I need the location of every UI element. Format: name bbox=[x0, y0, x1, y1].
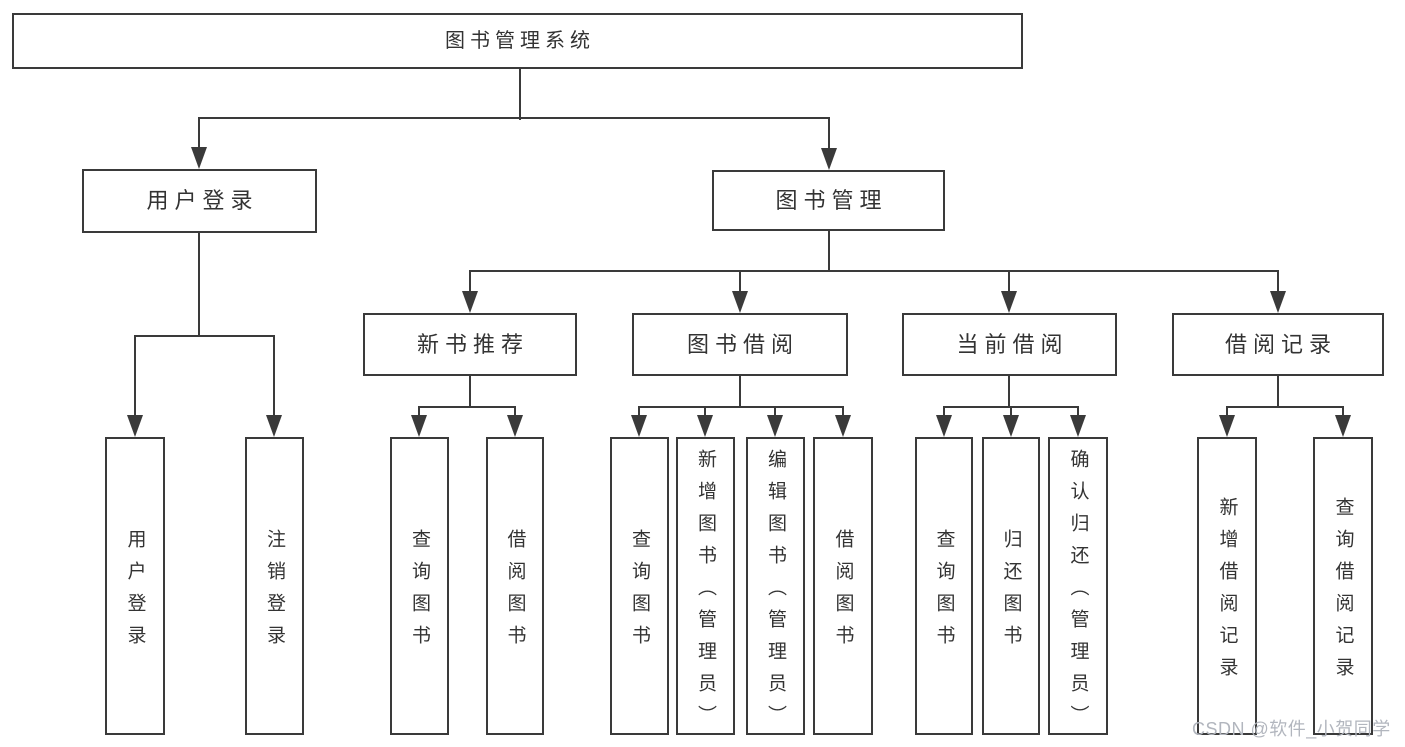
arrowhead-icon bbox=[127, 415, 143, 437]
arrow-shaft bbox=[417, 406, 421, 417]
connector-line bbox=[518, 69, 522, 120]
arrowhead-icon bbox=[1335, 415, 1351, 437]
connector-line bbox=[1007, 376, 1011, 408]
arrowhead-icon bbox=[631, 415, 647, 437]
arrowhead-icon bbox=[1219, 415, 1235, 437]
node-user-login: 用户登录 bbox=[82, 169, 317, 233]
csdn-watermark: CSDN @软件_小贺同学 bbox=[1192, 719, 1391, 739]
arrowhead-icon bbox=[462, 291, 478, 313]
node-leaf-query-borrow-rec: 查询借阅记录 bbox=[1313, 437, 1373, 735]
node-label-leaf-query-book-rec: 查询图书 bbox=[409, 528, 430, 657]
connector-line bbox=[135, 334, 275, 338]
node-label-leaf-query-book-cur: 查询图书 bbox=[933, 528, 955, 657]
arrowhead-icon bbox=[1003, 415, 1019, 437]
node-book-management: 图书管理 bbox=[712, 170, 945, 231]
arrow-shaft bbox=[1276, 270, 1280, 293]
arrow-shaft bbox=[1009, 406, 1013, 417]
node-leaf-borrow-book-rec: 借阅图书 bbox=[486, 437, 544, 735]
node-book-borrow: 图书借阅 bbox=[632, 313, 848, 376]
connector-line bbox=[197, 233, 201, 337]
node-leaf-query-book-rec: 查询图书 bbox=[390, 437, 449, 735]
arrowhead-icon bbox=[821, 148, 837, 170]
arrowhead-icon bbox=[767, 415, 783, 437]
node-label-leaf-query-borrow-rec: 查询借阅记录 bbox=[1332, 496, 1354, 689]
arrowhead-icon bbox=[411, 415, 427, 437]
connector-line bbox=[1276, 376, 1280, 408]
node-leaf-borrow-book-bor: 借阅图书 bbox=[813, 437, 873, 735]
node-label-leaf-add-book-admin: 新增图书（管理员） bbox=[695, 448, 716, 737]
arrowhead-icon bbox=[1270, 291, 1286, 313]
arrowhead-icon bbox=[697, 415, 713, 437]
connector-line bbox=[419, 405, 515, 409]
node-leaf-add-book-admin: 新增图书（管理员） bbox=[676, 437, 735, 737]
node-label-borrow-record: 借阅记录 bbox=[1224, 331, 1337, 357]
node-label-leaf-logout: 注销登录 bbox=[264, 528, 285, 657]
arrow-shaft bbox=[773, 406, 777, 417]
node-system-root: 图书管理系统 bbox=[12, 13, 1023, 69]
arrow-shaft bbox=[468, 270, 472, 293]
arrowhead-icon bbox=[1001, 291, 1017, 313]
arrow-shaft bbox=[272, 335, 276, 417]
node-label-system-root: 图书管理系统 bbox=[445, 29, 595, 52]
connector-line bbox=[1227, 405, 1343, 409]
node-label-leaf-edit-book-admin: 编辑图书（管理员） bbox=[765, 448, 786, 737]
node-leaf-confirm-return: 确认归还（管理员） bbox=[1048, 437, 1108, 737]
node-new-book-recommend: 新书推荐 bbox=[363, 313, 577, 376]
node-leaf-query-book-cur: 查询图书 bbox=[915, 437, 973, 735]
connector-line bbox=[738, 376, 742, 408]
connector-line bbox=[470, 269, 1278, 273]
node-label-new-book-recommend: 新书推荐 bbox=[416, 331, 529, 357]
node-label-leaf-user-login: 用户登录 bbox=[124, 528, 146, 657]
arrow-shaft bbox=[1225, 406, 1229, 417]
node-label-book-management: 图书管理 bbox=[775, 187, 888, 213]
arrowhead-icon bbox=[835, 415, 851, 437]
node-borrow-record: 借阅记录 bbox=[1172, 313, 1384, 376]
connector-line bbox=[468, 376, 472, 408]
node-leaf-edit-book-admin: 编辑图书（管理员） bbox=[746, 437, 805, 737]
arrow-shaft bbox=[827, 117, 831, 150]
node-label-leaf-query-book-bor: 查询图书 bbox=[629, 528, 650, 657]
arrow-shaft bbox=[1007, 270, 1011, 293]
node-label-current-borrow: 当前借阅 bbox=[956, 331, 1069, 357]
node-leaf-logout: 注销登录 bbox=[245, 437, 304, 735]
connector-line bbox=[827, 231, 831, 272]
node-label-book-borrow: 图书借阅 bbox=[686, 331, 799, 357]
arrowhead-icon bbox=[266, 415, 282, 437]
arrowhead-icon bbox=[1070, 415, 1086, 437]
arrow-shaft bbox=[1076, 406, 1080, 417]
arrowhead-icon bbox=[191, 147, 207, 169]
node-leaf-user-login: 用户登录 bbox=[105, 437, 165, 735]
arrow-shaft bbox=[841, 406, 845, 417]
node-current-borrow: 当前借阅 bbox=[902, 313, 1117, 376]
node-label-leaf-add-borrow-rec: 新增借阅记录 bbox=[1216, 496, 1238, 689]
node-label-leaf-confirm-return: 确认归还（管理员） bbox=[1067, 448, 1089, 737]
node-leaf-add-borrow-rec: 新增借阅记录 bbox=[1197, 437, 1257, 735]
arrow-shaft bbox=[703, 406, 707, 417]
connector-line bbox=[639, 405, 843, 409]
connector-line bbox=[199, 116, 830, 120]
arrow-shaft bbox=[1341, 406, 1345, 417]
arrow-shaft bbox=[197, 117, 201, 149]
node-label-leaf-borrow-book-rec: 借阅图书 bbox=[504, 528, 526, 657]
arrow-shaft bbox=[942, 406, 946, 417]
node-leaf-return-book: 归还图书 bbox=[982, 437, 1040, 735]
node-label-leaf-borrow-book-bor: 借阅图书 bbox=[832, 528, 854, 657]
node-leaf-query-book-bor: 查询图书 bbox=[610, 437, 669, 735]
arrow-shaft bbox=[637, 406, 641, 417]
arrow-shaft bbox=[513, 406, 517, 417]
arrow-shaft bbox=[133, 335, 137, 417]
arrowhead-icon bbox=[936, 415, 952, 437]
node-label-user-login: 用户登录 bbox=[146, 188, 259, 214]
arrowhead-icon bbox=[732, 291, 748, 313]
arrow-shaft bbox=[738, 270, 742, 293]
arrowhead-icon bbox=[507, 415, 523, 437]
node-label-leaf-return-book: 归还图书 bbox=[1000, 528, 1022, 657]
